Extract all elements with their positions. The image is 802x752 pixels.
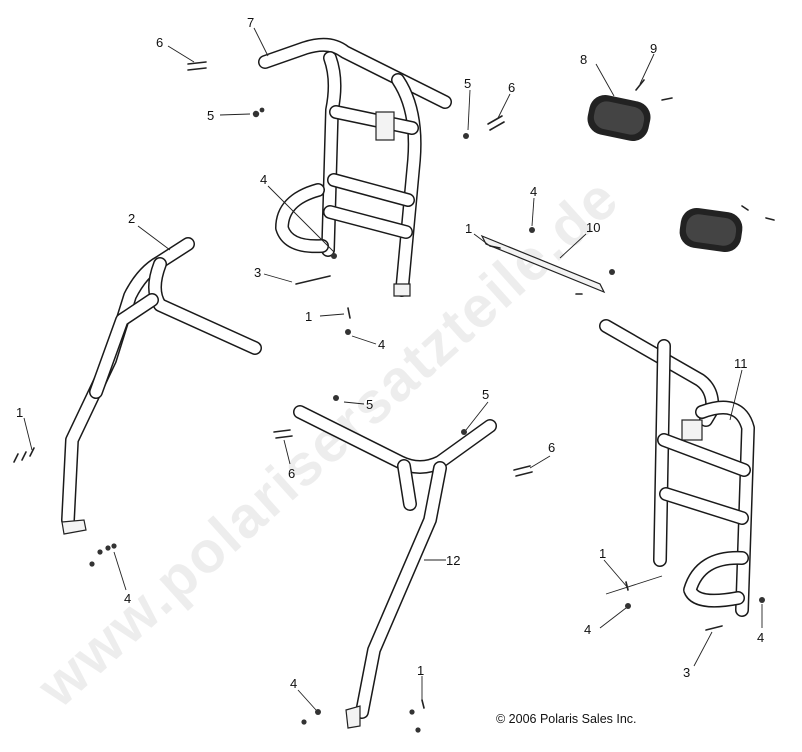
callout-4: 4 (260, 172, 267, 187)
callout-10: 10 (586, 220, 600, 235)
rear-frame-part (258, 37, 452, 297)
callout-6: 6 (508, 80, 515, 95)
callout-4: 4 (124, 591, 131, 606)
callout-4: 4 (530, 184, 537, 199)
callout-1: 1 (599, 546, 606, 561)
callout-6: 6 (548, 440, 555, 455)
callout-3: 3 (683, 665, 690, 680)
callout-1: 1 (417, 663, 424, 678)
callout-4: 4 (757, 630, 764, 645)
callout-5: 5 (366, 397, 373, 412)
bracket-part (480, 234, 606, 294)
callout-3: 3 (254, 265, 261, 280)
light-assembly-part (587, 94, 743, 253)
callout-2: 2 (128, 211, 135, 226)
front-frame-part (293, 405, 497, 729)
callout-5: 5 (482, 387, 489, 402)
callout-4: 4 (378, 337, 385, 352)
callout-5: 5 (207, 108, 214, 123)
callout-12: 12 (446, 553, 460, 568)
callout-1: 1 (16, 405, 23, 420)
callout-1: 1 (465, 221, 472, 236)
right-rear-frame-part (599, 319, 755, 617)
left-side-frame-part (61, 237, 262, 535)
callout-6: 6 (156, 35, 163, 50)
callout-7: 7 (247, 15, 254, 30)
callout-4: 4 (290, 676, 297, 691)
callout-8: 8 (580, 52, 587, 67)
callout-4: 4 (584, 622, 591, 637)
callout-1: 1 (305, 309, 312, 324)
callout-6: 6 (288, 466, 295, 481)
callout-11: 11 (734, 356, 748, 371)
copyright-text: © 2006 Polaris Sales Inc. (496, 712, 637, 726)
callout-labels: 6 7 5 4 2 3 1 4 1 4 5 6 5 6 8 9 4 1 10 1… (16, 15, 764, 691)
callout-9: 9 (650, 41, 657, 56)
callout-5: 5 (464, 76, 471, 91)
hardware-group (13, 61, 775, 733)
leader-lines (23, 27, 763, 711)
